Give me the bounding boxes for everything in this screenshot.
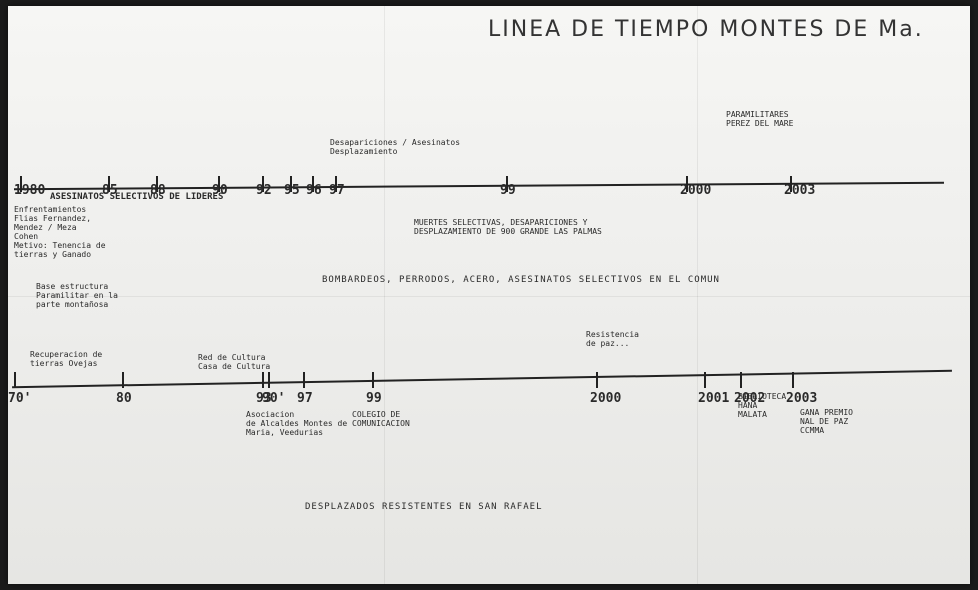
timeline-year-label: 2000 [590,391,622,406]
timeline-year-label: 93 [256,391,272,406]
note-asesinatos: ASESINATOS SELECTIVOS DE LIDERES [50,192,224,202]
paper-fold [384,6,385,584]
timeline-tick [740,372,742,388]
timeline-year-label: 1980 [14,183,46,198]
note-desplazados: DESPLAZADOS RESISTENTES EN SAN RAFAEL [305,502,543,512]
timeline-year-label: 2002 [734,391,766,406]
timeline-tick [596,372,598,388]
paper-fold [8,296,970,297]
timeline-tick [506,176,508,192]
timeline-year-label: 80 [116,391,132,406]
timeline-year-label: 97 [297,391,313,406]
note-base: Base estructura Paramilitar en la parte … [36,282,118,309]
timeline-year-label: 90 [212,183,228,198]
timeline-year-label: 2003 [786,391,818,406]
note-enfrentamientos: Enfrentamientos Flias Fernandez, Mendez … [14,205,106,259]
timeline-year-label: 99 [366,391,382,406]
poster-title: LINEA DE TIEMPO MONTES DE Ma. [488,17,924,42]
timeline-tick [262,372,264,388]
timeline-year-label: 85 [102,183,118,198]
timeline-year-label: 88 [150,183,166,198]
timeline-tick [14,372,16,388]
timeline-tick [122,372,124,388]
timeline-tick [312,176,314,192]
timeline-tick [290,176,292,192]
note-gana-premio: GANA PREMIO NAL DE PAZ CCMMA [800,408,853,435]
timeline-tick [262,176,264,192]
timeline-tick [108,176,110,192]
timeline-tick [335,176,337,192]
note-paramilitares: PARAMILITARES PEREZ DEL MARE [726,110,794,128]
timeline-tick [686,176,688,192]
timeline-year-label: 95 [284,183,300,198]
paper-fold [697,6,698,584]
timeline-year-label: 92 [256,183,272,198]
timeline-tick [792,372,794,388]
timeline-year-label: 70' [8,391,32,406]
timeline-tick [704,372,706,388]
note-desplazamiento: MUERTES SELECTIVAS, DESAPARICIONES Y DES… [414,218,602,236]
timeline-tick [372,372,374,388]
timeline-tick [303,372,305,388]
note-biblioteca: BIBLIOTECA HANA MALATA [738,392,787,419]
note-recuperacion: Recuperacion de tierras Ovejas [30,350,103,368]
note-resistencia: Resistencia de paz... [586,330,639,348]
timeline-year-label: 96 [306,183,322,198]
timeline-tick [20,176,22,192]
timeline-year-label: 97 [329,183,345,198]
timeline-year-label: 2000 [680,183,712,198]
timeline-tick [268,372,270,388]
timeline-year-label: 99 [500,183,516,198]
note-colegio: COLEGIO DE COMUNICACION [352,410,410,428]
timeline-tick [218,176,220,192]
timeline-year-label: 90' [262,391,286,406]
note-asociacion: Asociacion de Alcaldes Montes de Maria, … [246,410,348,437]
timeline-tick [156,176,158,192]
timeline-tick [790,176,792,192]
timeline-year-label: 2003 [784,183,816,198]
note-bombardeos: BOMBARDEOS, PERRODOS, ACERO, ASESINATOS … [322,275,720,285]
timeline-year-label: 2001 [698,391,730,406]
paper-sheet [8,6,970,584]
note-casa-cultura: Red de Cultura Casa de Cultura [198,353,271,371]
note-palmas: Desapariciones / Asesinatos Desplazamien… [330,138,461,156]
